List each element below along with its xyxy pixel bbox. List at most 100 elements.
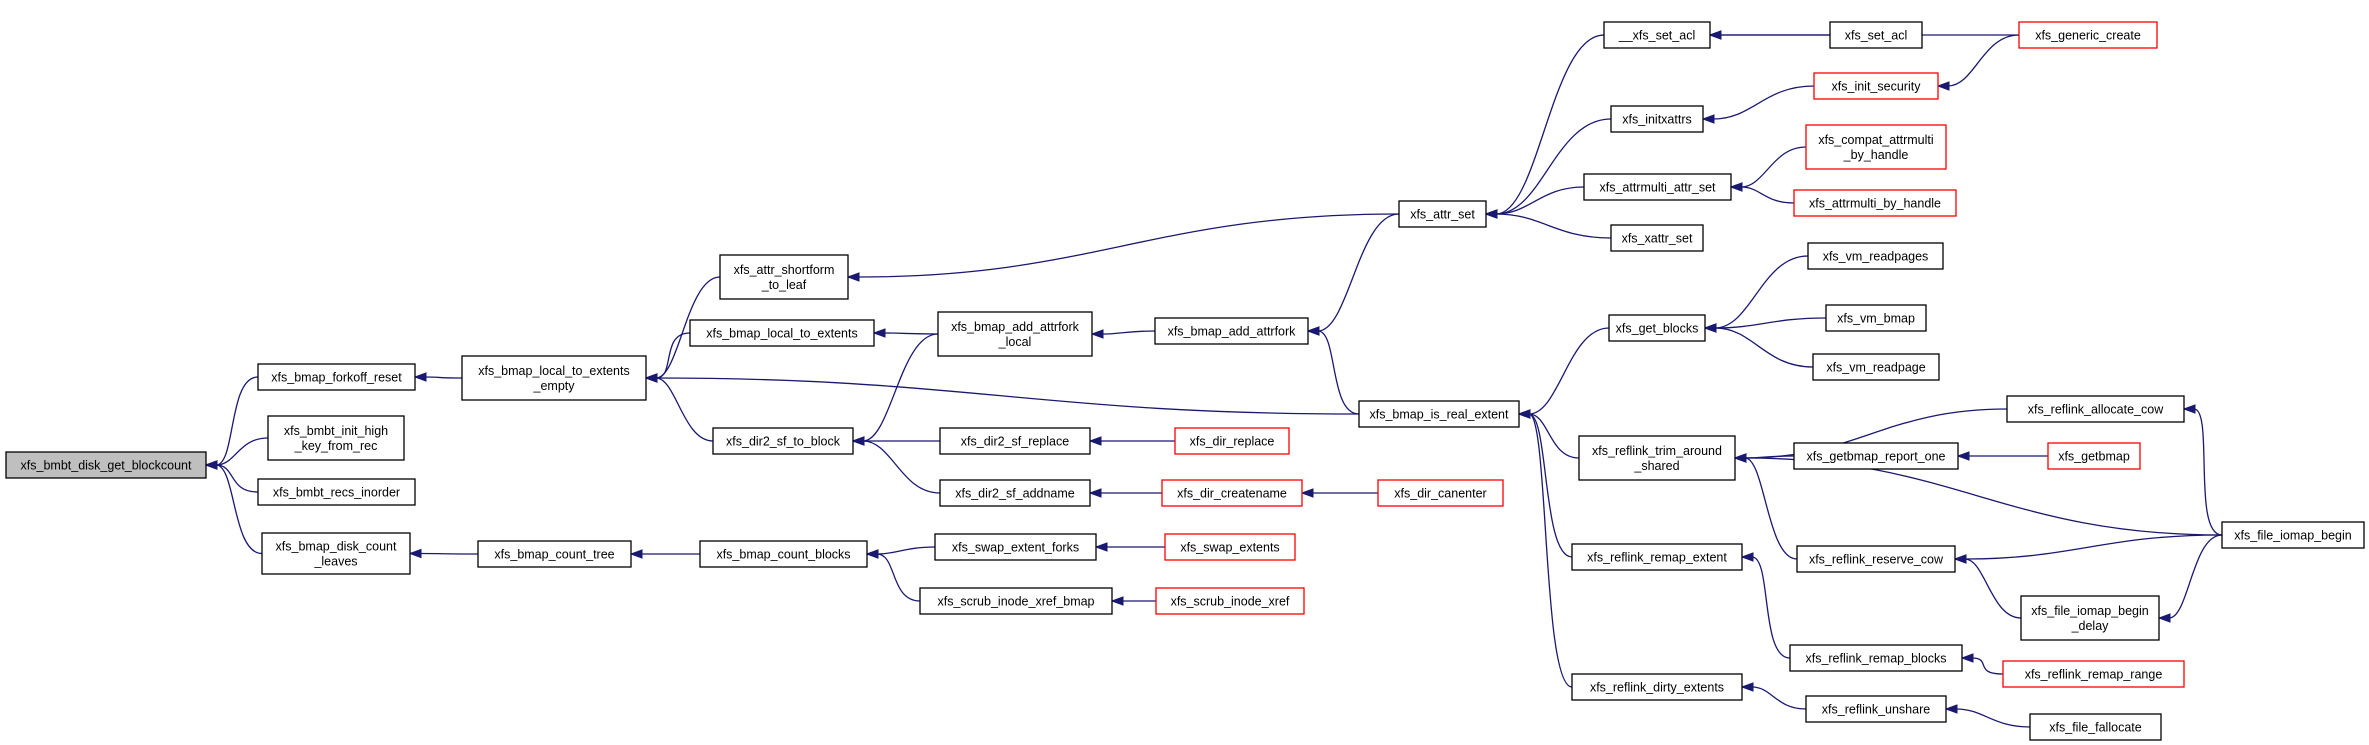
node-dir-replace[interactable]: xfs_dir_replace (1174, 427, 1290, 455)
node-reserve-cow[interactable]: xfs_reflink_reserve_cow (1796, 545, 1956, 573)
node-box[interactable] (1807, 242, 1944, 270)
node-box[interactable] (1805, 124, 1947, 170)
node-box[interactable] (939, 427, 1091, 455)
node-vm-readpage[interactable]: xfs_vm_readpage (1812, 353, 1940, 381)
node-disk-count-leaves[interactable]: xfs_bmap_disk_count_leaves (261, 532, 411, 575)
node-box[interactable] (5, 451, 207, 479)
node-box[interactable] (2018, 21, 2158, 49)
node-box[interactable] (461, 355, 647, 401)
node-box[interactable] (1813, 72, 1939, 100)
node-box[interactable] (1789, 644, 1963, 672)
node-box[interactable] (1571, 543, 1743, 571)
node-set-acl[interactable]: xfs_set_acl (1829, 21, 1923, 49)
node-box[interactable] (1610, 224, 1704, 252)
node-box[interactable] (937, 311, 1093, 357)
node-compat-attrmulti[interactable]: xfs_compat_attrmulti_by_handle (1805, 124, 1947, 170)
node-box[interactable] (2221, 521, 2365, 549)
node-unshare[interactable]: xfs_reflink_unshare (1805, 695, 1947, 723)
node-attr-set[interactable]: xfs_attr_set (1398, 200, 1487, 228)
node-box[interactable] (1805, 695, 1947, 723)
node---set-acl[interactable]: __xfs_set_acl (1603, 21, 1711, 49)
node-remap-range[interactable]: xfs_reflink_remap_range (2002, 660, 2185, 688)
node-getbmap-report-one[interactable]: xfs_getbmap_report_one (1793, 442, 1959, 470)
node-vm-bmap[interactable]: xfs_vm_bmap (1825, 304, 1927, 332)
node-dir2-sf-replace[interactable]: xfs_dir2_sf_replace (939, 427, 1091, 455)
node-add-attrfork-local[interactable]: xfs_bmap_add_attrfork_local (937, 311, 1093, 357)
node-iomap-begin-delay[interactable]: xfs_file_iomap_begin_delay (2020, 595, 2160, 641)
node-add-attrfork[interactable]: xfs_bmap_add_attrfork (1154, 317, 1309, 345)
node-allocate-cow[interactable]: xfs_reflink_allocate_cow (2006, 395, 2185, 423)
node-box[interactable] (2020, 595, 2160, 641)
node-box[interactable] (1571, 673, 1743, 701)
node-box[interactable] (689, 319, 875, 347)
node-box[interactable] (1377, 479, 1504, 507)
node-file-fallocate[interactable]: xfs_file_fallocate (2029, 713, 2162, 741)
node-box[interactable] (2006, 395, 2185, 423)
node-box[interactable] (261, 532, 411, 575)
node-box[interactable] (1793, 189, 1957, 217)
node-init-security[interactable]: xfs_init_security (1813, 72, 1939, 100)
node-dir-canenter[interactable]: xfs_dir_canenter (1377, 479, 1504, 507)
node-box[interactable] (939, 479, 1091, 507)
node-box[interactable] (919, 587, 1113, 615)
node-init-high-key[interactable]: xfs_bmbt_init_high_key_from_rec (267, 415, 405, 461)
node-generic-create[interactable]: xfs_generic_create (2018, 21, 2158, 49)
node-box[interactable] (257, 363, 416, 391)
node-xattr-set[interactable]: xfs_xattr_set (1610, 224, 1704, 252)
node-box[interactable] (2002, 660, 2185, 688)
node-box[interactable] (1358, 400, 1520, 428)
node-scrub-inode-xref-bmap[interactable]: xfs_scrub_inode_xref_bmap (919, 587, 1113, 615)
node-box[interactable] (1161, 479, 1303, 507)
node-trim-around-shared[interactable]: xfs_reflink_trim_around_shared (1578, 435, 1736, 481)
node-box[interactable] (1829, 21, 1923, 49)
node-local-to-extents[interactable]: xfs_bmap_local_to_extents (689, 319, 875, 347)
node-attr-shortform-to-leaf[interactable]: xfs_attr_shortform_to_leaf (719, 254, 849, 300)
node-dir2-sf-to-block[interactable]: xfs_dir2_sf_to_block (712, 427, 854, 455)
node-box[interactable] (934, 533, 1097, 561)
node-box[interactable] (699, 540, 868, 568)
node-box[interactable] (1155, 587, 1305, 615)
node-box[interactable] (1610, 105, 1704, 133)
node-root[interactable]: xfs_bmbt_disk_get_blockcount (5, 451, 207, 479)
node-box[interactable] (477, 540, 632, 568)
node-attrmulti-by-handle[interactable]: xfs_attrmulti_by_handle (1793, 189, 1957, 217)
node-get-blocks[interactable]: xfs_get_blocks (1608, 314, 1706, 342)
node-vm-readpages[interactable]: xfs_vm_readpages (1807, 242, 1944, 270)
node-count-blocks[interactable]: xfs_bmap_count_blocks (699, 540, 868, 568)
node-box[interactable] (1578, 435, 1736, 481)
node-box[interactable] (1603, 21, 1711, 49)
node-local-to-extents-empty[interactable]: xfs_bmap_local_to_extents_empty (461, 355, 647, 401)
node-forkoff-reset[interactable]: xfs_bmap_forkoff_reset (257, 363, 416, 391)
node-box[interactable] (1174, 427, 1290, 455)
node-getbmap[interactable]: xfs_getbmap (2047, 442, 2141, 470)
node-box[interactable] (712, 427, 854, 455)
node-dirty-extents[interactable]: xfs_reflink_dirty_extents (1571, 673, 1743, 701)
node-attrmulti-attr-set[interactable]: xfs_attrmulti_attr_set (1583, 173, 1732, 201)
node-box[interactable] (1793, 442, 1959, 470)
node-dir2-sf-addname[interactable]: xfs_dir2_sf_addname (939, 479, 1091, 507)
node-scrub-inode-xref[interactable]: xfs_scrub_inode_xref (1155, 587, 1305, 615)
node-box[interactable] (1608, 314, 1706, 342)
node-box[interactable] (719, 254, 849, 300)
node-box[interactable] (1154, 317, 1309, 345)
node-remap-blocks[interactable]: xfs_reflink_remap_blocks (1789, 644, 1963, 672)
node-box[interactable] (1164, 533, 1296, 561)
node-box[interactable] (2047, 442, 2141, 470)
node-dir-createname[interactable]: xfs_dir_createname (1161, 479, 1303, 507)
node-swap-extent-forks[interactable]: xfs_swap_extent_forks (934, 533, 1097, 561)
node-recs-inorder[interactable]: xfs_bmbt_recs_inorder (257, 478, 416, 506)
node-swap-extents[interactable]: xfs_swap_extents (1164, 533, 1296, 561)
node-initxattrs[interactable]: xfs_initxattrs (1610, 105, 1704, 133)
node-count-tree[interactable]: xfs_bmap_count_tree (477, 540, 632, 568)
node-box[interactable] (1812, 353, 1940, 381)
node-box[interactable] (2029, 713, 2162, 741)
node-box[interactable] (1796, 545, 1956, 573)
node-box[interactable] (1825, 304, 1927, 332)
node-box[interactable] (1398, 200, 1487, 228)
node-box[interactable] (257, 478, 416, 506)
node-is-real-extent[interactable]: xfs_bmap_is_real_extent (1358, 400, 1520, 428)
node-remap-extent[interactable]: xfs_reflink_remap_extent (1571, 543, 1743, 571)
node-box[interactable] (267, 415, 405, 461)
node-file-iomap-begin[interactable]: xfs_file_iomap_begin (2221, 521, 2365, 549)
node-box[interactable] (1583, 173, 1732, 201)
